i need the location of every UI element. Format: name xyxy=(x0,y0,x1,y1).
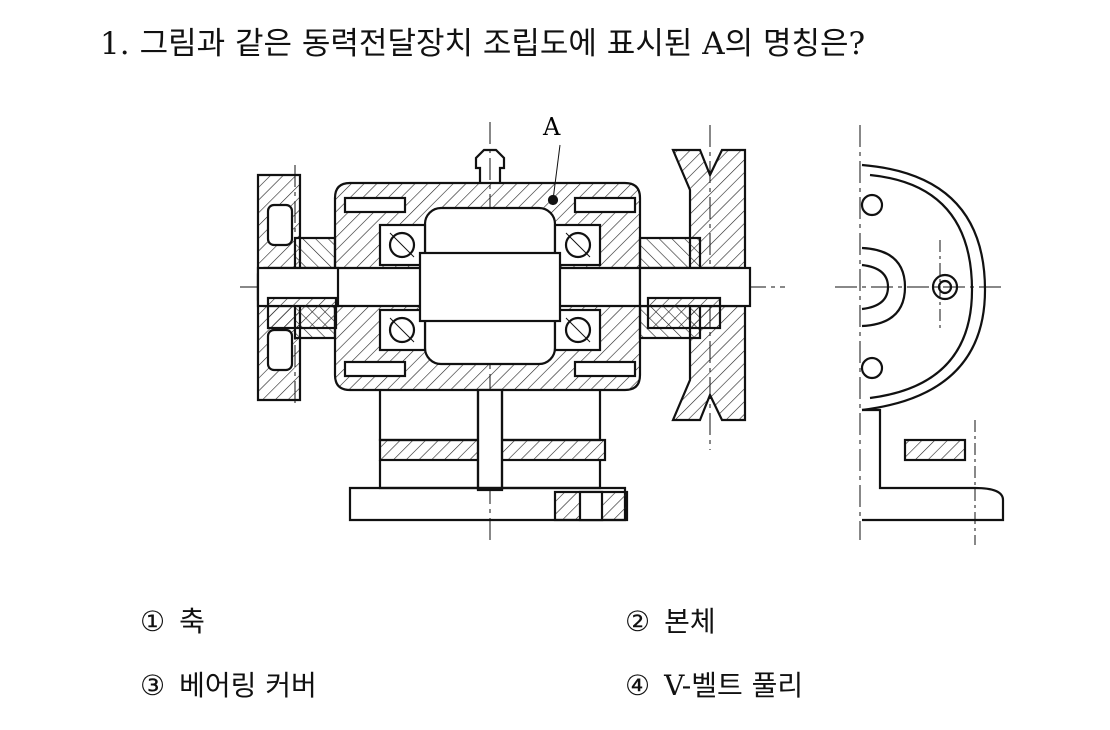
choice-2[interactable]: ② 본체 xyxy=(625,600,716,640)
question-stem: 1.그림과 같은 동력전달장치 조립도에 표시된 A의 명칭은? xyxy=(100,18,865,63)
choice-3-mark: ③ xyxy=(140,669,166,702)
front-section-view xyxy=(240,122,785,545)
choice-2-text: 본체 xyxy=(664,605,716,638)
callout-label: A xyxy=(542,113,561,141)
choice-3-text: 베어링 커버 xyxy=(179,669,317,702)
choice-2-mark: ② xyxy=(625,605,651,638)
choice-3[interactable]: ③ 베어링 커버 xyxy=(140,664,317,704)
side-view xyxy=(835,125,1005,545)
choice-1-text: 축 xyxy=(179,605,205,638)
choice-1-mark: ① xyxy=(140,605,166,638)
question-number: 1. xyxy=(100,26,130,62)
choice-4-text: V-벨트 풀리 xyxy=(664,669,804,702)
choice-4[interactable]: ④ V-벨트 풀리 xyxy=(625,664,803,704)
choice-4-mark: ④ xyxy=(625,669,651,702)
question-text: 그림과 같은 동력전달장치 조립도에 표시된 A의 명칭은? xyxy=(139,26,866,62)
